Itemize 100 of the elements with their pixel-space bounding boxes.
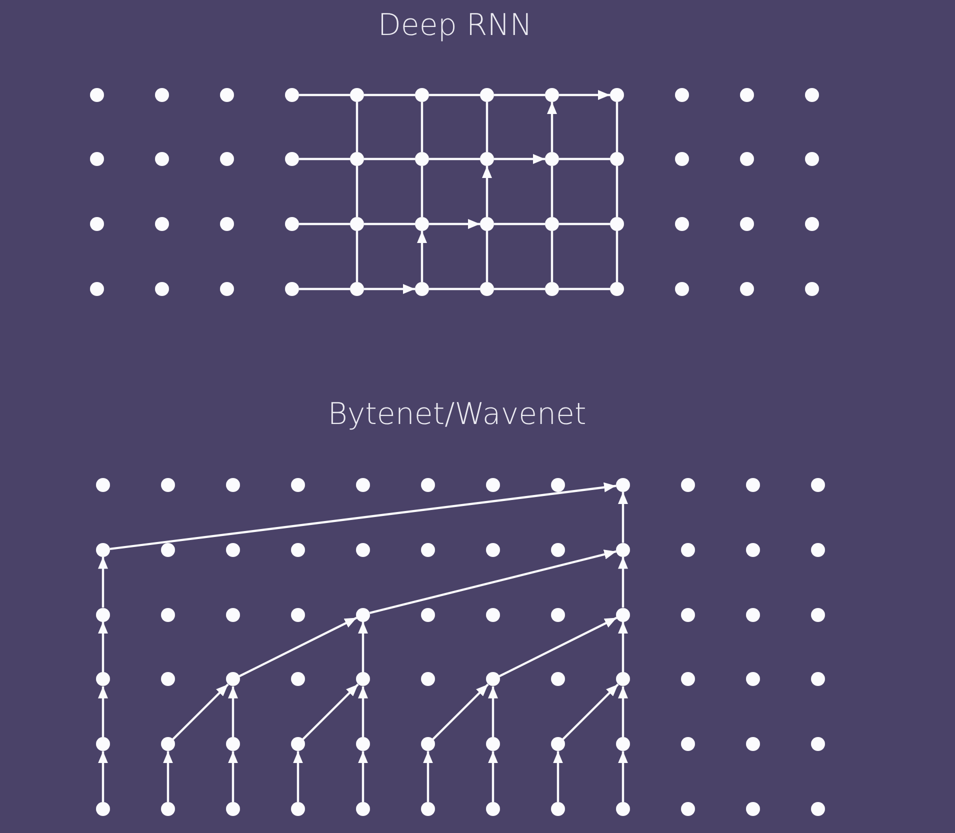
dot — [610, 282, 624, 296]
arrow — [98, 556, 108, 608]
dot — [226, 737, 240, 752]
dot — [480, 217, 494, 231]
arrow — [163, 751, 173, 802]
arrow — [618, 686, 628, 738]
arrow — [618, 556, 628, 608]
arrow — [559, 90, 610, 100]
dot — [811, 737, 825, 752]
connector-line — [550, 231, 554, 282]
dot — [421, 542, 435, 557]
dot — [545, 88, 559, 102]
connector-line — [356, 166, 358, 217]
dot — [805, 152, 819, 166]
arrow — [429, 219, 480, 229]
dot — [415, 152, 429, 166]
dot — [356, 608, 370, 622]
dot — [285, 152, 299, 166]
connector-line — [420, 166, 424, 217]
dot — [226, 542, 240, 557]
dot — [811, 608, 825, 622]
connector-line — [429, 94, 480, 96]
arrow — [482, 166, 492, 217]
dot — [356, 672, 370, 686]
dot — [96, 802, 110, 816]
dot — [226, 478, 240, 492]
connector-line — [616, 102, 618, 152]
dot — [285, 217, 299, 231]
connector-line — [494, 94, 545, 96]
dot — [226, 608, 240, 622]
arrow — [553, 751, 563, 802]
connector-line — [550, 166, 554, 217]
connector-line — [299, 94, 350, 96]
arrow — [98, 686, 108, 738]
dot — [616, 672, 630, 686]
arrow — [358, 622, 368, 672]
dot — [811, 478, 825, 492]
arrow — [423, 751, 433, 802]
dot — [415, 217, 429, 231]
dot — [96, 608, 110, 622]
dot — [155, 152, 169, 166]
arrow — [417, 231, 427, 282]
dot — [740, 152, 754, 166]
dot — [675, 88, 689, 102]
dot — [610, 152, 624, 166]
dot — [746, 672, 760, 686]
dot — [746, 478, 760, 492]
arrow — [98, 751, 108, 802]
arrow — [358, 751, 368, 802]
dot — [161, 608, 175, 622]
dot — [220, 152, 234, 166]
section-heading: Deep RNN — [378, 8, 532, 43]
dot — [356, 802, 370, 816]
dot — [545, 282, 559, 296]
arrow — [172, 684, 229, 740]
dot — [740, 217, 754, 231]
dot — [421, 672, 435, 686]
dot — [356, 478, 370, 492]
dot — [486, 608, 500, 622]
dot — [285, 88, 299, 102]
arrow — [302, 684, 359, 740]
connector-line — [420, 102, 424, 152]
dot — [545, 152, 559, 166]
connector-line — [429, 288, 480, 290]
connector-line — [356, 231, 358, 282]
connector-line — [364, 222, 415, 226]
dot — [161, 478, 175, 492]
dot — [161, 542, 175, 557]
dot — [356, 542, 370, 557]
dot — [226, 672, 240, 686]
dot — [421, 737, 435, 752]
dot — [356, 737, 370, 752]
dot — [161, 737, 175, 752]
connector-line — [494, 222, 545, 226]
connector-line — [616, 166, 618, 217]
dot — [415, 88, 429, 102]
connector-line — [299, 158, 350, 160]
dot — [155, 217, 169, 231]
dot — [90, 217, 104, 231]
dot — [545, 217, 559, 231]
dot — [681, 737, 695, 752]
arrow — [110, 482, 616, 550]
connector-line — [559, 288, 610, 290]
dot — [480, 152, 494, 166]
dot — [161, 802, 175, 816]
dot — [616, 478, 630, 492]
dot — [350, 152, 364, 166]
dot — [486, 802, 500, 816]
connector-line — [559, 222, 610, 226]
dot — [285, 282, 299, 296]
dot — [486, 542, 500, 557]
dot — [291, 672, 305, 686]
dot — [811, 542, 825, 557]
dot — [421, 478, 435, 492]
dot — [746, 608, 760, 622]
dot — [675, 152, 689, 166]
arrow — [618, 751, 628, 802]
connector-line — [299, 288, 350, 290]
arrow — [562, 684, 619, 740]
dot — [291, 737, 305, 752]
